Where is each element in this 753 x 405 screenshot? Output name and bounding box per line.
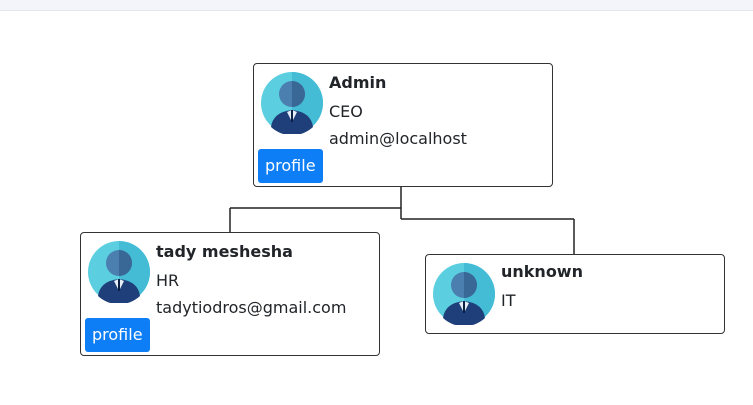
profile-button[interactable]: profile [258,149,323,183]
org-node-admin: Admin CEO admin@localhost profile [253,63,553,187]
node-title: HR [156,271,180,290]
user-avatar-icon [88,241,150,303]
node-email: tadytiodros@gmail.com [156,298,347,317]
node-title: IT [501,291,516,310]
user-avatar-icon [433,263,495,325]
node-email: admin@localhost [329,129,467,148]
profile-button[interactable]: profile [85,318,150,352]
org-node-tady-meshesha: tady meshesha HR tadytiodros@gmail.com p… [80,232,380,356]
node-name: Admin [329,73,387,92]
node-name: unknown [501,262,583,281]
org-node-unknown: unknown IT [425,254,725,334]
node-title: CEO [329,102,363,121]
user-avatar-icon [261,72,323,134]
node-name: tady meshesha [156,242,293,261]
browser-top-bar [0,0,753,11]
